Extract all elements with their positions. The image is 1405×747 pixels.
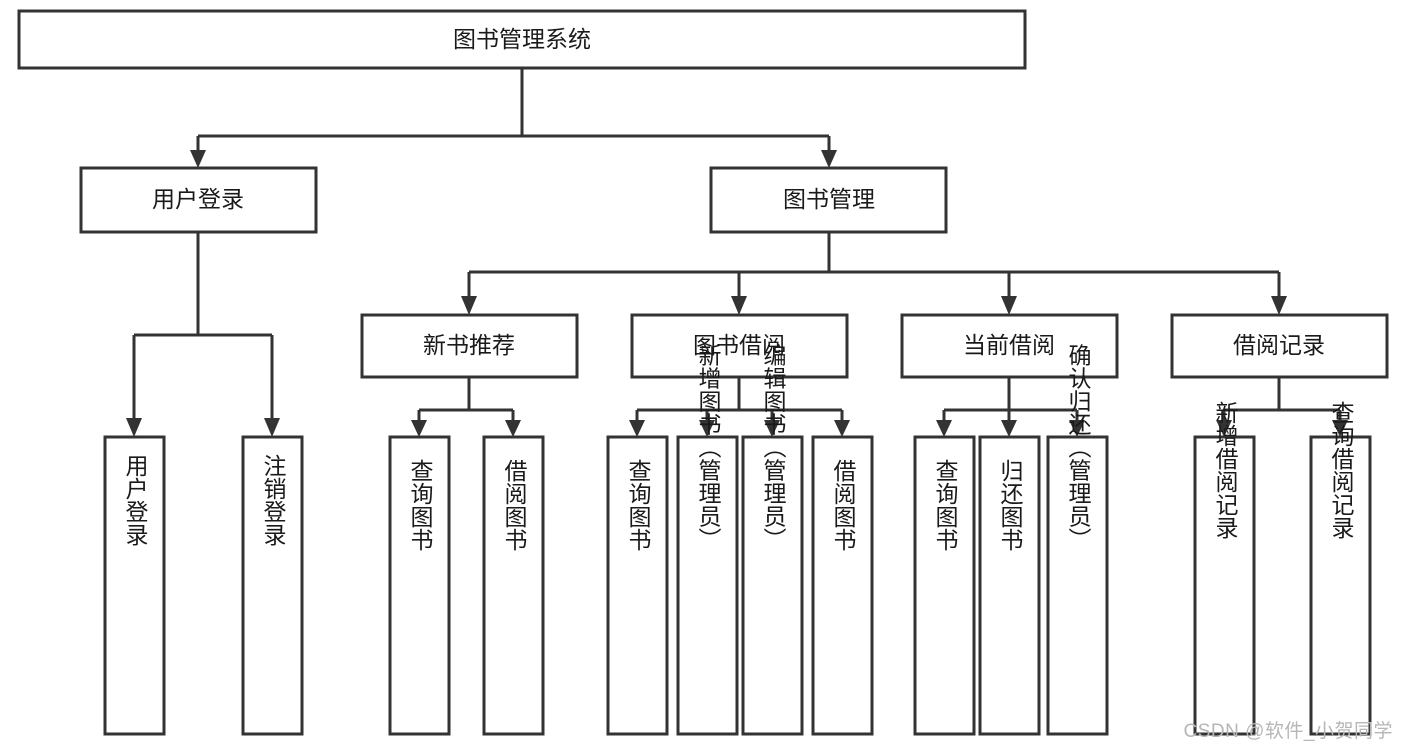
node-leaf-edit-book-box[interactable] (741, 435, 804, 736)
node-root-label: 图书管理系统 (453, 26, 591, 52)
node-leaf-user-login[interactable]: 用户登录 (103, 435, 166, 736)
arrow-leaf-query-book-3 (936, 420, 952, 437)
node-book-borrow-box[interactable] (630, 313, 849, 379)
arrow-borrow-record (1271, 296, 1287, 315)
arrow-current-borrow (1001, 296, 1017, 315)
node-root-box[interactable] (17, 9, 1027, 70)
node-leaf-return-book-box[interactable] (978, 435, 1041, 736)
arrow-leaf-return-book (1001, 420, 1017, 437)
arrow-leaf-query-record (1332, 420, 1348, 437)
arrow-leaf-borrow-book-2 (834, 420, 850, 437)
node-book-borrow[interactable]: 图书借阅 (630, 313, 849, 379)
arrow-new-book-recommend (461, 296, 477, 315)
connector-layer (126, 68, 1348, 437)
node-borrow-record-box[interactable] (1170, 313, 1389, 379)
node-current-borrow[interactable]: 当前借阅 (900, 313, 1119, 379)
node-leaf-query-book-3-box[interactable] (913, 435, 976, 736)
node-book-manage[interactable]: 图书管理 (709, 166, 948, 234)
node-new-book-recommend-label: 新书推荐 (423, 332, 515, 358)
node-leaf-borrow-book-2[interactable]: 借阅图书 (811, 435, 874, 736)
node-leaf-add-record-label: 新增借阅记录 (1212, 401, 1239, 539)
node-leaf-logout-label: 注销登录 (260, 454, 287, 546)
arrow-leaf-logout (264, 418, 280, 437)
node-borrow-record-label: 借阅记录 (1233, 332, 1325, 358)
arrow-leaf-add-record (1216, 420, 1232, 437)
arrow-leaf-confirm-return (1069, 420, 1085, 437)
arrow-user-login (190, 150, 206, 168)
node-leaf-borrow-book-2-label: 借阅图书 (830, 459, 857, 551)
node-leaf-logout-box[interactable] (241, 435, 304, 736)
node-leaf-add-record[interactable]: 新增借阅记录 (1193, 401, 1256, 736)
node-current-borrow-box[interactable] (900, 313, 1119, 379)
arrow-leaf-user-login (126, 418, 142, 437)
node-user-login-box[interactable] (79, 166, 318, 234)
node-root[interactable]: 图书管理系统 (17, 9, 1027, 70)
node-leaf-query-book-1[interactable]: 查询图书 (388, 435, 451, 736)
node-leaf-user-login-box[interactable] (103, 435, 166, 736)
node-leaf-query-book-1-label: 查询图书 (407, 459, 434, 551)
node-leaf-borrow-book-1-box[interactable] (482, 435, 545, 736)
arrow-leaf-edit-book (764, 420, 780, 437)
node-new-book-recommend[interactable]: 新书推荐 (360, 313, 579, 379)
node-leaf-query-book-2-box[interactable] (606, 435, 669, 736)
node-leaf-query-book-1-box[interactable] (388, 435, 451, 736)
node-leaf-borrow-book-2-box[interactable] (811, 435, 874, 736)
node-leaf-confirm-return-box[interactable] (1046, 435, 1109, 736)
node-leaf-edit-book[interactable]: 编辑图书（管理员） (741, 344, 804, 736)
node-leaf-query-record-label: 查询借阅记录 (1328, 401, 1355, 539)
node-leaf-add-record-box[interactable] (1193, 435, 1256, 736)
node-leaf-query-book-2-label: 查询图书 (625, 459, 652, 551)
node-leaf-add-book-box[interactable] (676, 435, 739, 736)
node-leaf-query-record[interactable]: 查询借阅记录 (1309, 401, 1372, 736)
node-book-manage-box[interactable] (709, 166, 948, 234)
node-leaf-user-login-label: 用户登录 (122, 454, 149, 546)
node-leaf-add-book-label: 新增图书（管理员） (695, 344, 722, 551)
arrow-leaf-query-book-1 (411, 420, 427, 437)
arrow-book-manage (821, 150, 837, 168)
node-leaf-logout[interactable]: 注销登录 (241, 435, 304, 736)
node-leaf-query-record-box[interactable] (1309, 435, 1372, 736)
arrow-book-borrow (731, 296, 747, 315)
node-user-login[interactable]: 用户登录 (79, 166, 318, 234)
node-leaf-borrow-book-1[interactable]: 借阅图书 (482, 435, 545, 736)
node-leaf-return-book-label: 归还图书 (997, 459, 1024, 551)
node-book-manage-label: 图书管理 (783, 186, 875, 212)
node-leaf-return-book[interactable]: 归还图书 (978, 435, 1041, 736)
node-leaf-borrow-book-1-label: 借阅图书 (501, 459, 528, 551)
node-leaf-query-book-2[interactable]: 查询图书 (606, 435, 669, 736)
node-leaf-query-book-3-label: 查询图书 (932, 459, 959, 551)
node-user-login-label: 用户登录 (152, 186, 244, 212)
node-leaf-confirm-return[interactable]: 确认归还（管理员） (1046, 344, 1109, 736)
arrow-leaf-query-book-2 (629, 420, 645, 437)
node-leaf-query-book-3[interactable]: 查询图书 (913, 435, 976, 736)
node-borrow-record[interactable]: 借阅记录 (1170, 313, 1389, 379)
arrow-leaf-borrow-book-1 (505, 420, 521, 437)
csdn-watermark: CSDN @软件_小贺同学 (1183, 721, 1393, 742)
node-current-borrow-label: 当前借阅 (963, 332, 1055, 358)
node-book-borrow-label: 图书借阅 (693, 332, 785, 358)
node-leaf-add-book[interactable]: 新增图书（管理员） (676, 344, 739, 736)
node-leaf-confirm-return-label: 确认归还（管理员） (1065, 344, 1092, 551)
node-leaf-edit-book-label: 编辑图书（管理员） (760, 344, 787, 551)
node-new-book-recommend-box[interactable] (360, 313, 579, 379)
arrow-leaf-add-book (699, 420, 715, 437)
